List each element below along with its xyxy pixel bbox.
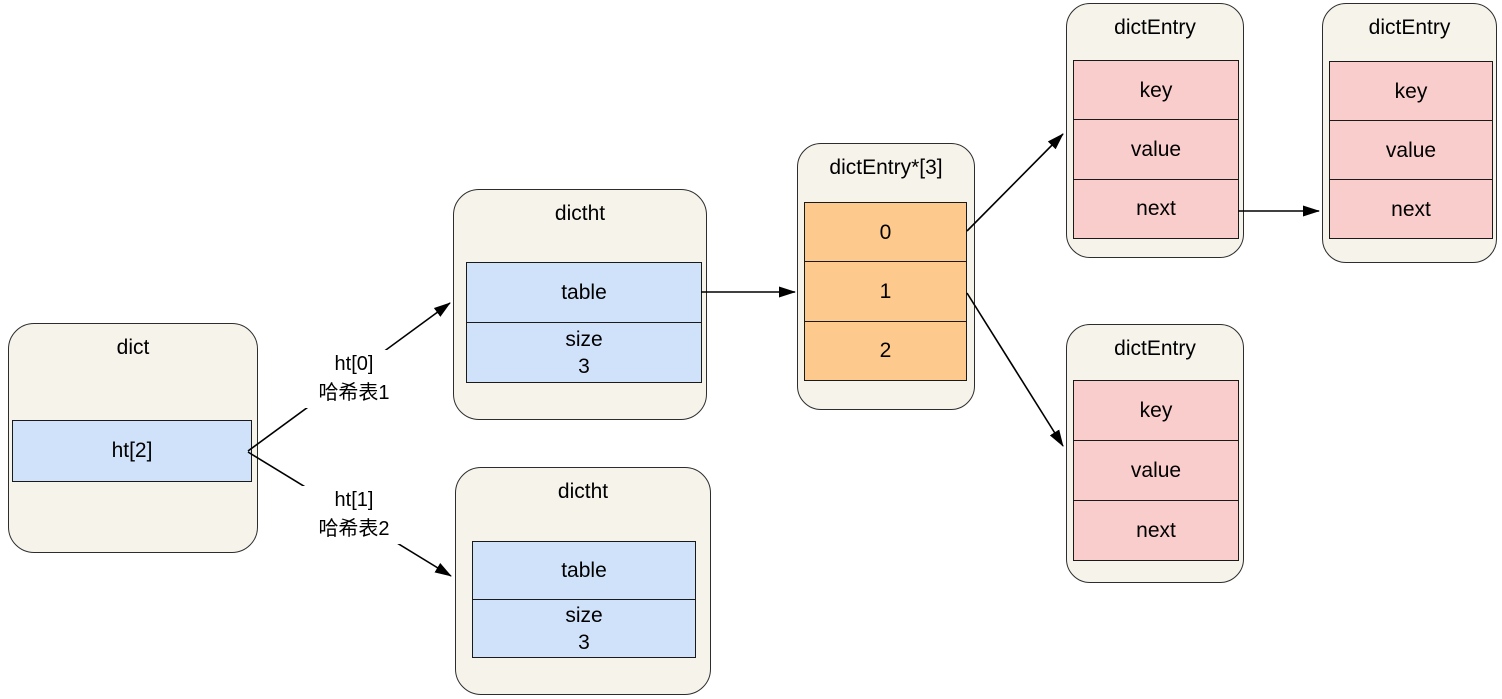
node-dictentry-bucket-1-title: dictEntry [1114,337,1196,360]
dict-ht2-slot: ht[2] [12,420,252,482]
dictht-top-table: table size 3 [466,262,702,383]
dictentry-chain-2-table: key value next [1329,61,1493,239]
entry-field-value: value [1074,440,1238,500]
entry-field-next: next [1074,178,1238,238]
bucket-slot-2: 2 [805,320,966,380]
dictht-bottom-row-size: size 3 [473,599,695,657]
node-dictentry-chain-2-title: dictEntry [1368,16,1451,39]
edge-slot1-to-dictentry-bucket-1 [966,292,1064,447]
bucket-slot-0: 0 [805,203,966,262]
edge-label-ht1-line2: 哈希表2 [318,518,390,540]
edge-label-ht0-line1: ht[0] [334,353,374,375]
node-dictht-bottom: dictht table size 3 [455,467,711,695]
size-label: size [565,327,603,351]
node-bucket-array-title: dictEntry*[3] [829,156,943,179]
entry-field-key: key [1074,381,1238,440]
node-dictentry-bucket-1: dictEntry key value next [1066,324,1244,583]
node-dictht-top-title: dictht [554,202,606,225]
edge-label-ht0-line2: 哈希表1 [318,382,390,404]
entry-field-key: key [1074,61,1238,120]
bucket-slot-1: 1 [805,261,966,321]
node-dict: dict ht[2] [8,323,258,553]
dictht-top-row-table: table [467,263,701,322]
size-label: size [565,603,603,627]
node-dict-title: dict [116,336,150,359]
entry-field-next: next [1330,179,1492,238]
entry-field-value: value [1330,120,1492,179]
dictht-bottom-row-table: table [473,542,695,599]
bucket-array-table: 0 1 2 [804,202,967,381]
dictentry-chain-1-table: key value next [1073,60,1239,239]
node-dictht-bottom-title: dictht [557,480,609,503]
node-dictentry-chain-1-title: dictEntry [1114,16,1196,39]
dictht-top-row-size: size 3 [467,322,701,382]
edge-label-ht1: ht[1] 哈希表2 [298,486,410,544]
edge-label-ht1-line1: ht[1] [334,489,374,511]
node-dictht-top: dictht table size 3 [453,189,707,420]
entry-field-key: key [1330,62,1492,120]
entry-field-next: next [1074,500,1238,560]
node-dictentry-chain-1: dictEntry key value next [1066,3,1244,258]
node-bucket-array: dictEntry*[3] 0 1 2 [797,143,975,410]
entry-field-value: value [1074,119,1238,179]
dictht-bottom-table: table size 3 [472,541,696,658]
size-value: 3 [578,630,590,654]
size-value: 3 [578,354,590,378]
edge-label-ht0: ht[0] 哈希表1 [298,350,410,408]
edge-slot0-to-dictentry-chain-1 [966,133,1064,232]
dictentry-bucket-1-table: key value next [1073,380,1239,561]
node-dictentry-chain-2: dictEntry key value next [1322,3,1497,263]
